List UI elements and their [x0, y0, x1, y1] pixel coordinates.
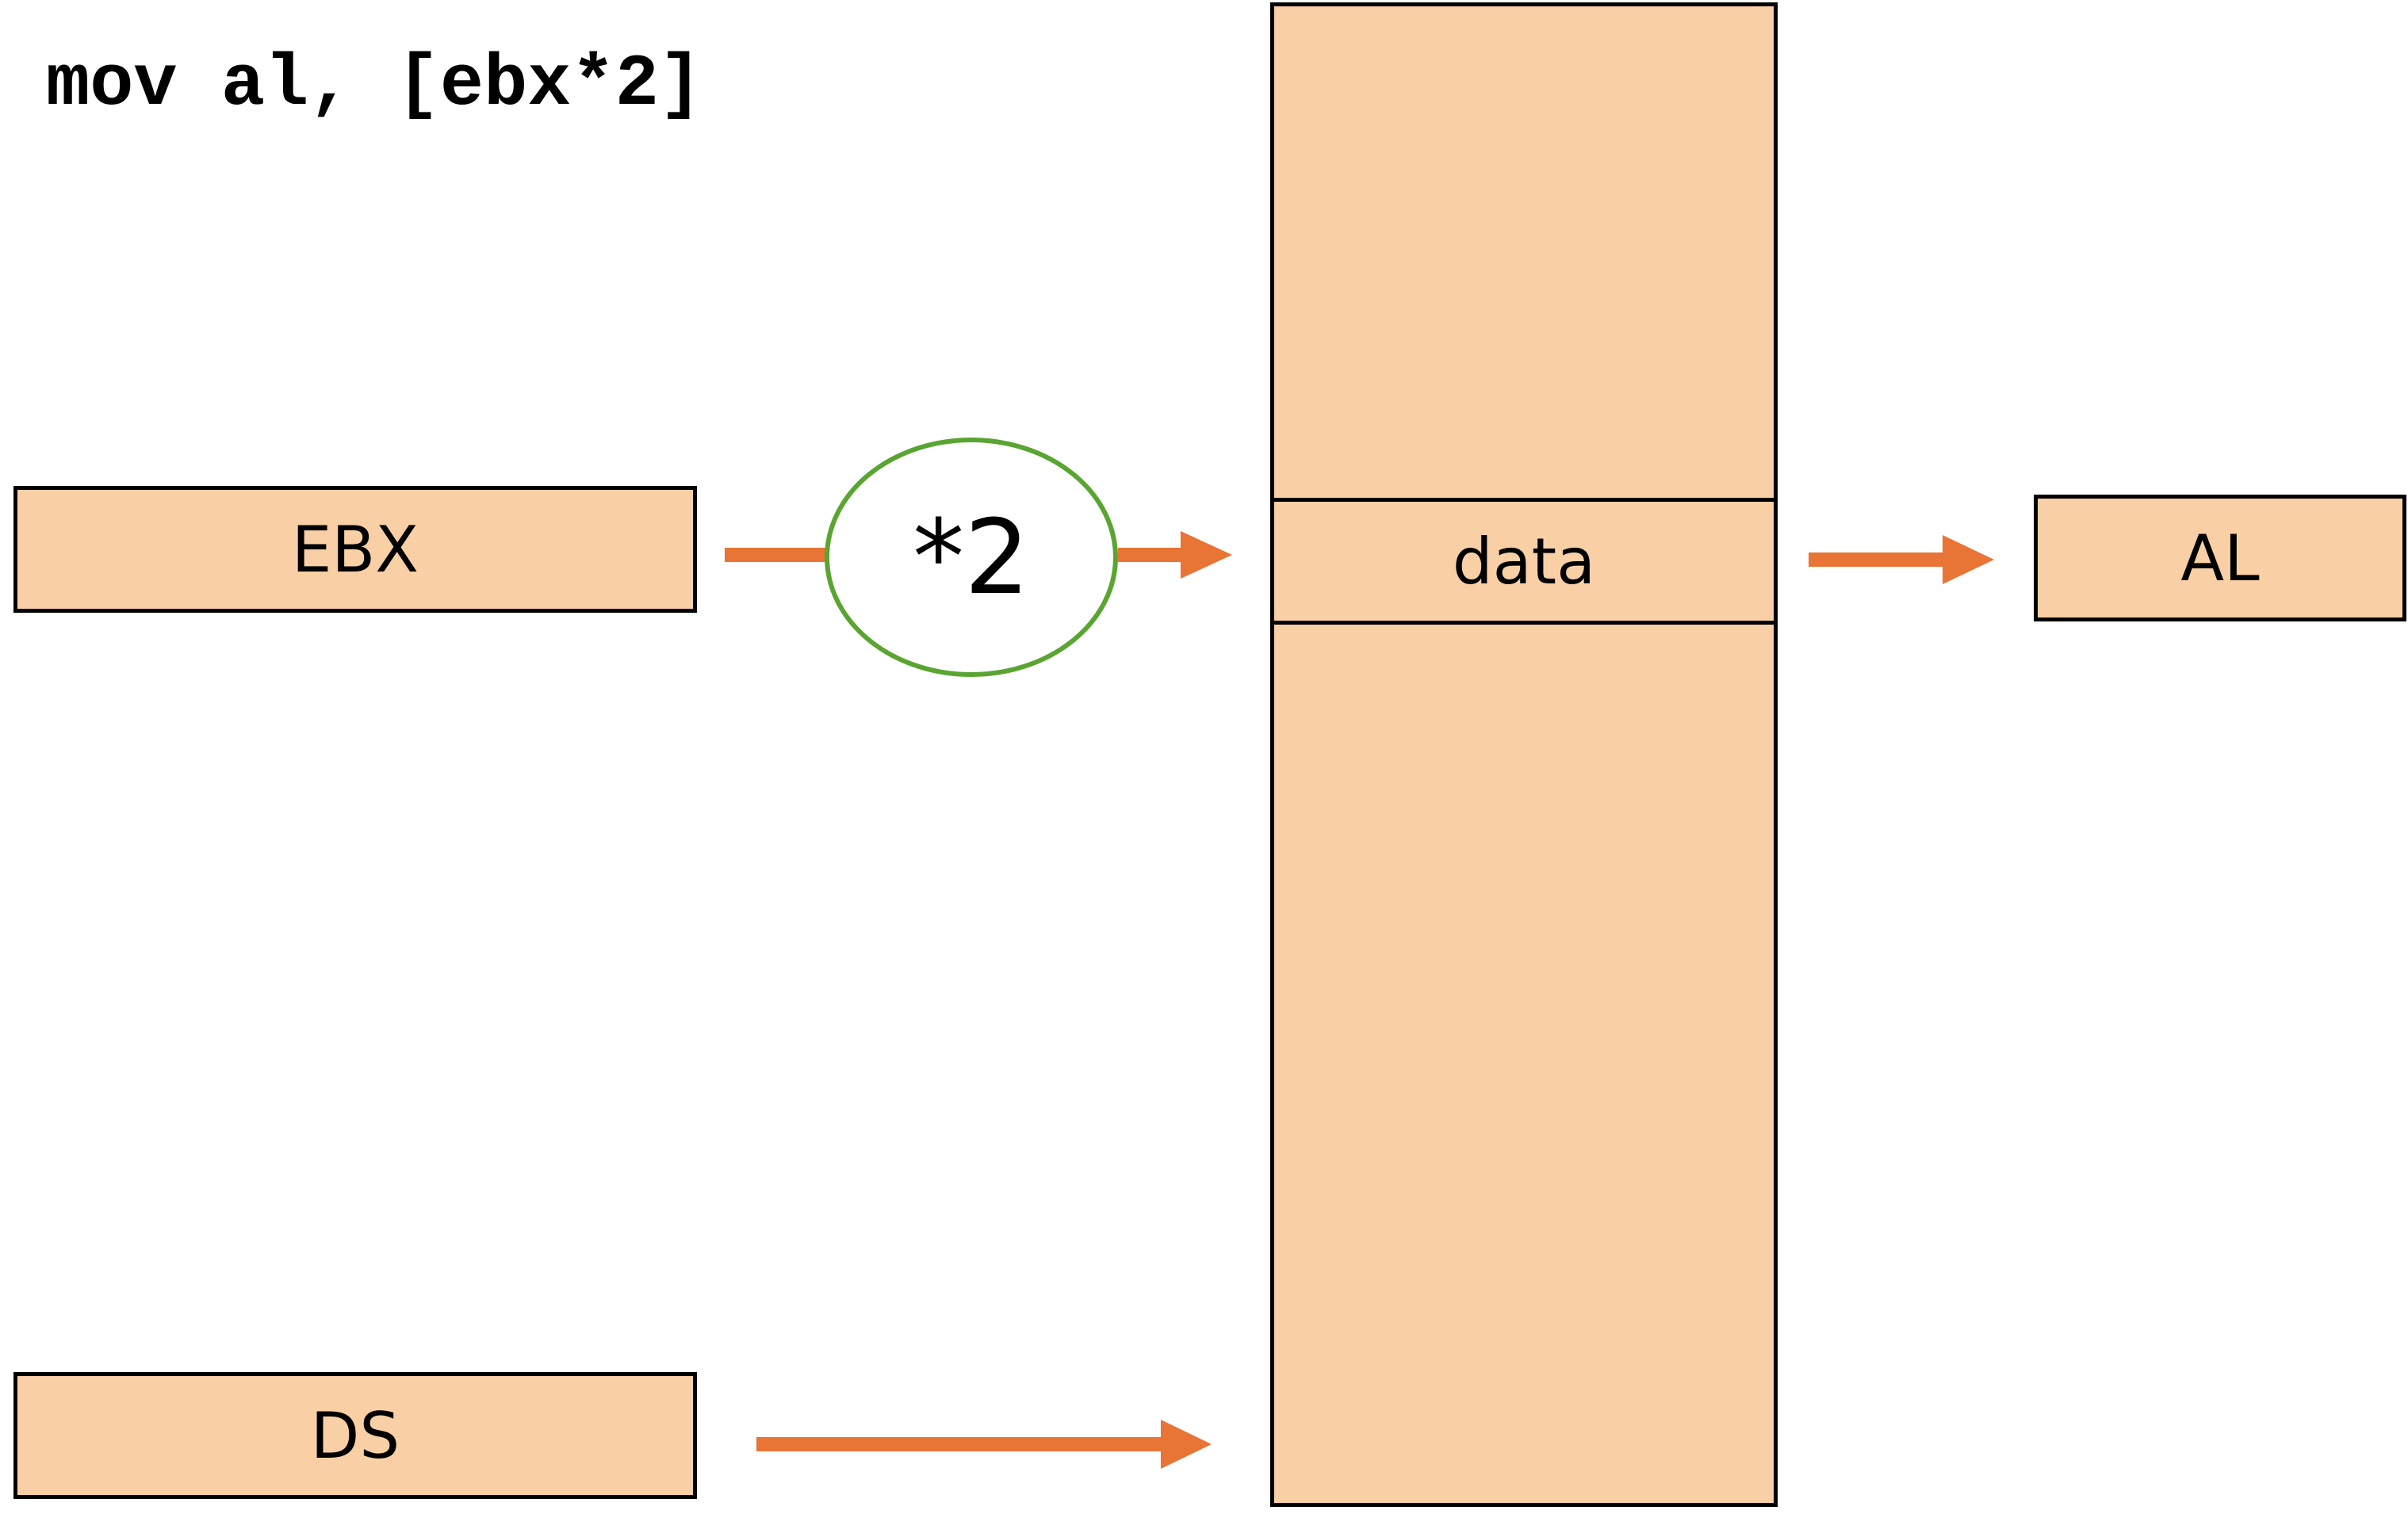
memory-data-cell: data	[1274, 498, 1774, 625]
ds-register-box: DS	[13, 1372, 697, 1499]
memory-to-al-arrowhead	[1943, 535, 1994, 584]
ds-register-label: DS	[310, 1398, 400, 1473]
scale-to-memory-arrowhead	[1181, 531, 1232, 579]
al-register-label: AL	[2180, 521, 2260, 595]
ebx-register-box: EBX	[13, 486, 697, 613]
ds-to-memory-arrowhead	[1161, 1420, 1212, 1469]
al-register-box: AL	[2034, 495, 2406, 621]
ebx-register-label: EBX	[291, 512, 419, 587]
instruction-text: mov al, [ebx*2]	[46, 43, 703, 126]
memory-block: data	[1270, 2, 1778, 1507]
scale-factor-label: *2	[913, 497, 1030, 617]
memory-data-label: data	[1452, 524, 1596, 598]
